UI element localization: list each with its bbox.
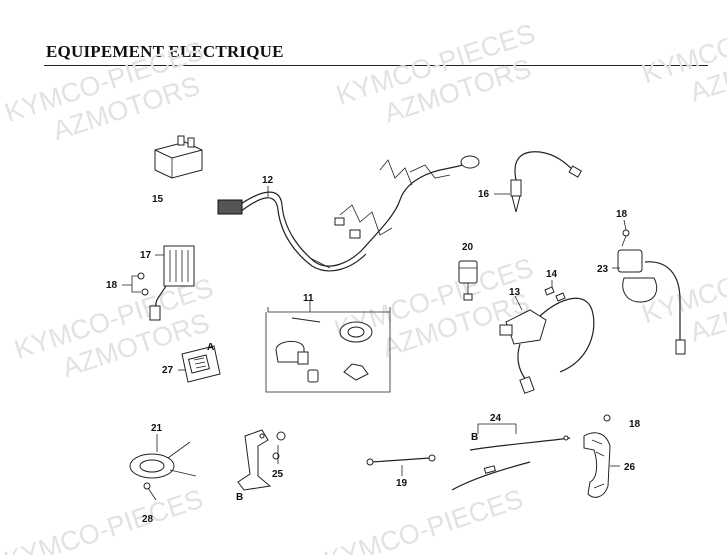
callout-27: 27: [162, 365, 174, 376]
part-19-strap: [366, 454, 436, 466]
detail-label-a: A: [207, 342, 214, 353]
watermark-kymco: KYMCO-PIECES: [321, 484, 527, 555]
part-18-clip: [603, 414, 611, 422]
callout-22: 28: [142, 514, 154, 525]
callout-18: 18: [629, 419, 641, 430]
part-13-ignition-coil: [499, 297, 595, 394]
part-28-bracket: [237, 429, 272, 491]
callout-17: 17: [140, 250, 152, 261]
part-27-cdi: [181, 345, 221, 383]
callout-11: 11: [303, 293, 314, 304]
callout-18: 18: [106, 280, 118, 291]
callout-20: 20: [462, 242, 474, 253]
part-22-screw: [143, 482, 157, 501]
callout-26: 26: [624, 462, 636, 473]
callout-15: 15: [152, 194, 164, 205]
part-20-socket: [458, 260, 478, 301]
part-14-fitting: [544, 286, 566, 302]
part-17-regulator: [137, 245, 195, 321]
part-16-sensor: [510, 151, 583, 213]
part-11-kit: [265, 300, 391, 393]
part-21-horn: [129, 441, 197, 479]
part-24-cable: [451, 423, 571, 491]
callout-18: 18: [616, 209, 628, 220]
part-12-wire-harness: [217, 155, 480, 272]
leader-18b: [122, 275, 141, 293]
page-title: EQUIPEMENT ELECTRIQUE: [46, 42, 284, 61]
part-25-nut: [272, 431, 286, 460]
leader-13: [514, 295, 523, 311]
part-15-relay: [154, 135, 203, 179]
callout-14: 14: [546, 269, 558, 280]
callout-16: 16: [478, 189, 490, 200]
part-18-screw: [622, 229, 630, 237]
callout-21: 21: [151, 423, 163, 434]
callout-19: 19: [396, 478, 408, 489]
part-26-guard: [583, 432, 611, 498]
callout-25: 25: [272, 469, 284, 480]
callout-13: 13: [509, 287, 521, 298]
title-underline: [44, 65, 708, 66]
callout-24: 24: [490, 413, 502, 424]
watermark-kymco: KYMCO-PIECES: [1, 484, 207, 555]
callout-28: B: [236, 492, 243, 503]
detail-label-b: B: [471, 432, 478, 443]
callout-12: 12: [262, 175, 274, 186]
callout-23: 23: [597, 264, 609, 275]
leader-18a: [623, 219, 627, 231]
part-23-coil: [617, 235, 686, 355]
